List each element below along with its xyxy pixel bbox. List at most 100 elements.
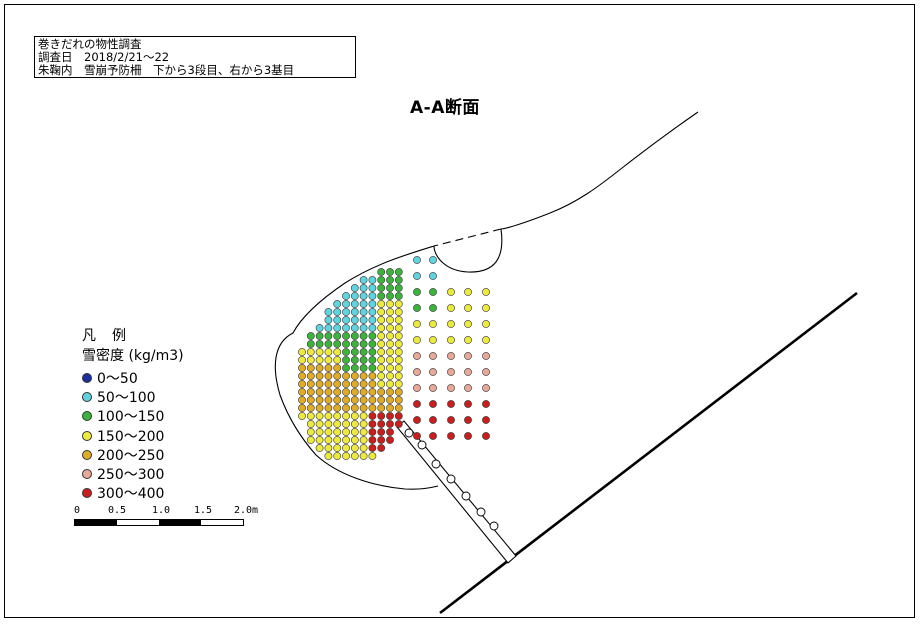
- density-point: [368, 316, 377, 324]
- density-point: [464, 400, 472, 408]
- density-point: [306, 388, 315, 396]
- density-point: [342, 324, 350, 332]
- scale-label-0.5: 0.5: [108, 505, 127, 516]
- density-point: [342, 388, 350, 396]
- density-point: [386, 404, 394, 412]
- scale-bar-segments: [74, 519, 244, 526]
- density-point: [333, 364, 342, 372]
- density-point: [413, 384, 421, 392]
- density-point: [306, 340, 315, 348]
- density-point: [306, 348, 315, 356]
- section-title: A-A断面: [410, 98, 480, 118]
- density-point: [394, 356, 403, 364]
- density-point: [359, 436, 368, 444]
- density-point: [315, 404, 324, 412]
- density-point: [342, 436, 350, 444]
- density-point: [368, 404, 377, 412]
- density-point: [342, 420, 350, 428]
- density-point: [429, 368, 437, 376]
- density-point: [315, 396, 324, 404]
- density-point: [306, 396, 315, 404]
- density-point: [377, 348, 386, 356]
- density-point: [324, 332, 333, 340]
- density-point: [386, 340, 394, 348]
- density-point: [447, 352, 455, 360]
- density-point: [315, 348, 324, 356]
- density-point: [359, 404, 368, 412]
- open-marker: [404, 428, 414, 438]
- density-point: [368, 396, 377, 404]
- density-point: [368, 380, 377, 388]
- legend-item: 0～50: [82, 370, 184, 389]
- density-point: [350, 292, 359, 300]
- open-marker: [461, 491, 471, 501]
- density-point: [306, 380, 315, 388]
- density-point: [306, 372, 315, 380]
- density-point: [447, 320, 455, 328]
- density-point: [377, 412, 386, 420]
- density-point: [482, 352, 490, 360]
- density-point: [447, 368, 455, 376]
- density-point: [377, 404, 386, 412]
- legend-item-label: 0～50: [97, 371, 138, 387]
- density-point: [429, 432, 437, 440]
- density-point: [315, 372, 324, 380]
- open-marker: [476, 507, 486, 517]
- density-point: [359, 420, 368, 428]
- density-point: [386, 372, 394, 380]
- density-point: [350, 412, 359, 420]
- density-point: [413, 304, 421, 312]
- legend-item-label: 300～400: [97, 486, 165, 503]
- open-marker: [446, 474, 456, 484]
- density-point: [350, 356, 359, 364]
- density-point: [359, 340, 368, 348]
- density-point: [324, 308, 333, 316]
- legend-swatch-icon: [82, 392, 92, 403]
- density-point: [386, 348, 394, 356]
- density-point: [377, 284, 386, 292]
- density-point: [386, 324, 394, 332]
- density-point: [333, 308, 342, 316]
- density-point: [298, 388, 306, 396]
- density-point: [394, 292, 403, 300]
- density-point: [394, 340, 403, 348]
- density-point: [359, 276, 368, 284]
- density-point: [315, 324, 324, 332]
- density-point: [413, 256, 421, 264]
- slope-ground-line: [439, 291, 858, 615]
- density-point: [377, 380, 386, 388]
- density-point: [333, 324, 342, 332]
- density-point: [368, 428, 377, 436]
- density-point: [429, 336, 437, 344]
- density-point: [324, 396, 333, 404]
- density-point: [333, 356, 342, 364]
- density-point: [377, 276, 386, 284]
- fence-strut: [396, 420, 517, 564]
- density-point: [447, 384, 455, 392]
- density-point: [368, 284, 377, 292]
- density-point: [333, 300, 342, 308]
- density-point: [359, 388, 368, 396]
- density-point: [413, 400, 421, 408]
- density-point: [377, 356, 386, 364]
- density-point: [413, 432, 421, 440]
- density-point: [429, 352, 437, 360]
- density-point: [324, 452, 333, 460]
- density-point: [429, 320, 437, 328]
- density-point: [324, 404, 333, 412]
- density-point: [350, 436, 359, 444]
- survey-info-box: 巻きだれの物性調査 調査日 2018/2/21～22 朱鞠内 雪崩予防柵 下から…: [34, 36, 356, 78]
- density-point: [482, 384, 490, 392]
- density-point: [298, 356, 306, 364]
- density-point: [359, 364, 368, 372]
- legend-swatch-icon: [82, 430, 92, 441]
- density-point: [350, 372, 359, 380]
- density-point: [482, 416, 490, 424]
- density-point: [342, 396, 350, 404]
- density-point: [368, 452, 377, 460]
- density-point: [350, 348, 359, 356]
- density-point: [377, 372, 386, 380]
- density-point: [324, 372, 333, 380]
- density-point: [386, 420, 394, 428]
